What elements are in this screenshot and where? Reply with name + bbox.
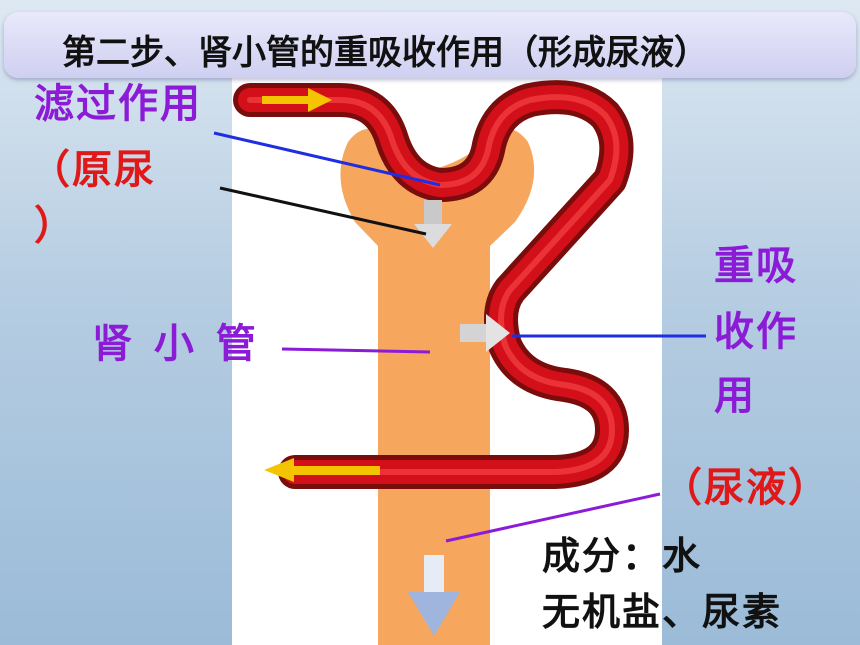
reabsorption-label-2: 收作: [714, 308, 798, 355]
blood-vessel: [233, 80, 634, 489]
filtration-label: 滤过作用: [34, 80, 202, 127]
reabsorption-label-1: 重吸: [714, 242, 798, 289]
primary-urine-label-close: ）: [34, 202, 76, 249]
tubule-pointer-line: [281, 347, 431, 354]
urine-label: （尿液）: [662, 464, 830, 511]
renal-tubule: [340, 129, 535, 645]
filtration-pointer-line: [213, 131, 441, 187]
primary-urine-label: （原尿: [30, 146, 156, 193]
urine-outflow-arrow: [408, 555, 460, 636]
filtration-arrow: [414, 200, 452, 248]
urine-pointer-line: [445, 492, 661, 543]
slide-title: 第二步、肾小管的重吸收作用（形成尿液）: [62, 33, 708, 73]
urine-composition-line-1: 成分：水: [542, 533, 703, 578]
reabsorption-arrow: [460, 314, 510, 352]
inflow-arrow: [262, 88, 332, 112]
title-bar: 第二步、肾小管的重吸收作用（形成尿液）: [4, 12, 856, 78]
tubule-label: 肾 小 管: [92, 320, 260, 367]
outflow-arrow: [264, 458, 380, 482]
urine-composition-line-2: 无机盐、尿素: [542, 589, 783, 634]
capsule-pointer-line: [219, 186, 427, 236]
reabsorption-label-3: 用: [714, 372, 756, 419]
